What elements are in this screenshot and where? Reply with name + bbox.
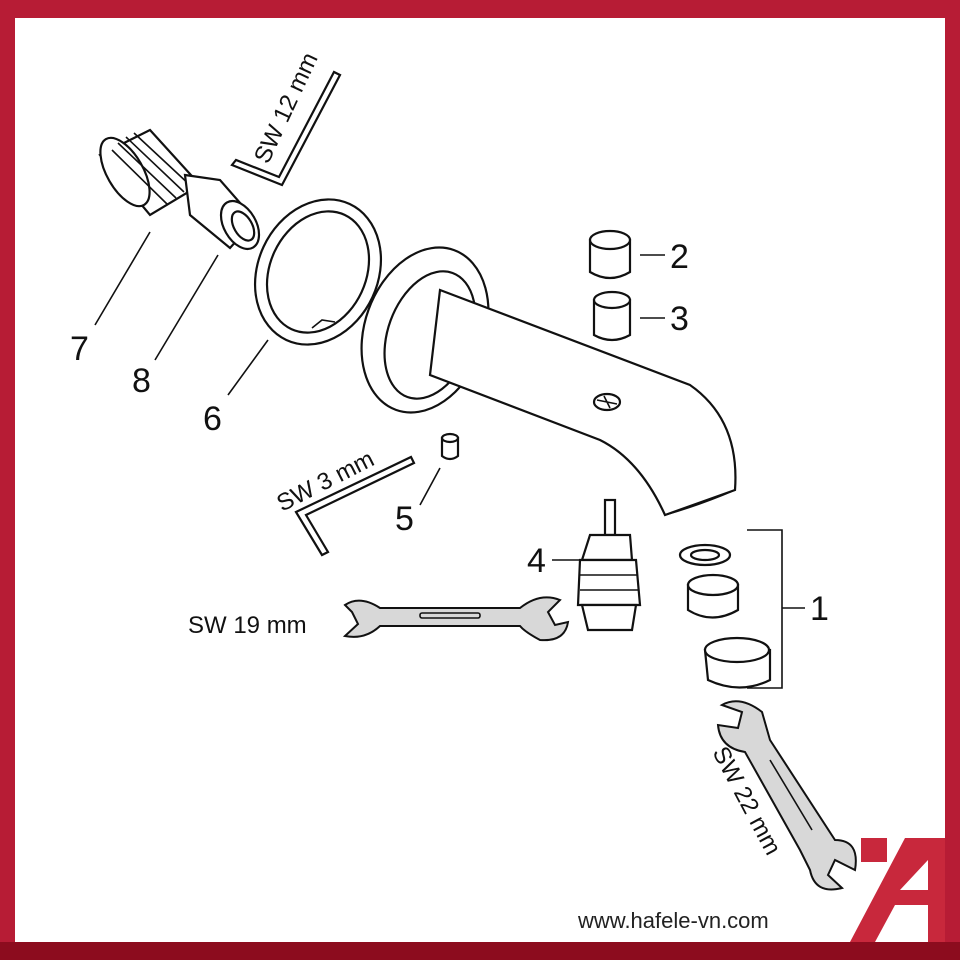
label-8: 8 xyxy=(132,362,151,400)
label-4: 4 xyxy=(527,542,546,580)
wrench-19-icon xyxy=(342,596,570,642)
hafele-logo xyxy=(850,838,945,942)
label-1: 1 xyxy=(810,590,829,628)
part-4-cartridge xyxy=(576,498,642,632)
spout xyxy=(360,246,737,517)
bottom-border xyxy=(0,942,960,960)
label-2: 2 xyxy=(670,238,689,276)
label-5: 5 xyxy=(395,500,414,538)
part-3-sleeve xyxy=(592,290,632,342)
label-sw-19: SW 19 mm xyxy=(188,612,307,639)
label-6: 6 xyxy=(203,400,222,438)
part-8-nipple xyxy=(183,173,261,250)
wrench-22-icon xyxy=(716,700,857,891)
hex-key-3-icon xyxy=(294,455,416,557)
website-url: www.hafele-vn.com xyxy=(578,908,769,933)
leader-lines xyxy=(94,231,665,561)
label-3: 3 xyxy=(670,300,689,338)
part-7-connector xyxy=(98,128,202,217)
part-2-cap xyxy=(588,229,632,280)
label-7: 7 xyxy=(70,330,89,368)
part-5-grub-screw xyxy=(440,432,460,461)
part-1-aerator-set xyxy=(678,529,805,689)
part-6-ring xyxy=(253,198,383,346)
hex-key-12-icon xyxy=(230,70,342,187)
label-sw-12: SW 12 mm xyxy=(249,49,324,168)
